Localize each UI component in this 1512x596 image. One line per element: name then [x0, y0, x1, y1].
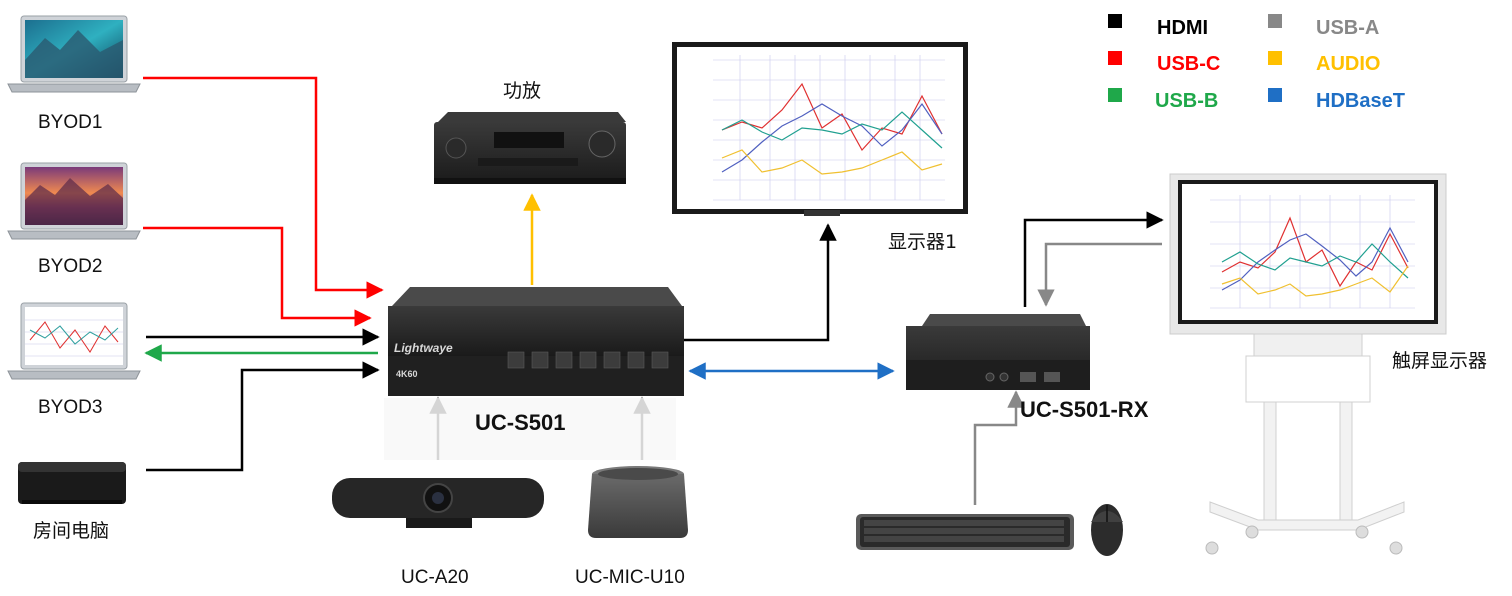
room-pc	[18, 462, 126, 504]
amplifier-label: 功放	[503, 80, 541, 102]
legend-hdbaset-label: HDBaseT	[1316, 90, 1405, 112]
legend-usba: USB-A	[1268, 14, 1379, 39]
mouse-device	[1091, 504, 1123, 556]
touch-display-device	[1169, 173, 1447, 555]
legend-usba-label: USB-A	[1316, 17, 1379, 39]
mic-device	[588, 466, 688, 538]
connections	[143, 76, 1164, 505]
amp-volume-knob	[588, 130, 616, 158]
legend-hdmi-swatch	[1108, 14, 1122, 28]
byod1-usbc-line	[143, 76, 384, 299]
room-pc-label: 房间电脑	[33, 520, 109, 542]
legend-hdbaset: HDBaseT	[1268, 88, 1405, 112]
touch-display-chart	[1210, 195, 1415, 309]
legend-usbc-label: USB-C	[1157, 53, 1220, 75]
legend-usbc-swatch	[1108, 51, 1122, 65]
legend-usbc: USB-C	[1108, 51, 1220, 75]
legend-hdmi: HDMI	[1108, 14, 1208, 39]
display1-chart	[713, 55, 945, 201]
byod2-laptop	[7, 162, 141, 240]
legend-usbb-swatch	[1108, 88, 1122, 102]
roompc-hdmi-line	[146, 361, 380, 472]
legend-audio-label: AUDIO	[1316, 53, 1380, 75]
switcher-badge: 4K60	[396, 369, 418, 379]
keyboard-device	[856, 514, 1074, 550]
legend-usbb: USB-B	[1108, 88, 1218, 112]
rx-hdmi-line	[1023, 211, 1164, 307]
camera-label: UC-A20	[401, 567, 469, 588]
display1	[672, 42, 968, 216]
legend-audio-swatch	[1268, 51, 1282, 65]
byod3-label: BYOD3	[38, 397, 102, 418]
touch-display-label: 触屏显示器	[1392, 350, 1487, 372]
switcher-device: Lightwaye 4K60	[388, 287, 684, 396]
byod1-label: BYOD1	[38, 112, 102, 133]
legend-usba-swatch	[1268, 14, 1282, 28]
amp-power-knob	[445, 137, 467, 159]
legend-audio: AUDIO	[1268, 51, 1380, 75]
legend-hdmi-label: HDMI	[1157, 17, 1208, 39]
touch-usb-line	[1037, 242, 1162, 307]
byod2-label: BYOD2	[38, 256, 102, 277]
legend: HDMI USB-C USB-B USB-A AUDIO HDBaseT	[1108, 14, 1405, 112]
byod2-usbc-line	[143, 226, 372, 327]
rx-usb-port	[1044, 372, 1060, 382]
display1-hdmi-line	[682, 223, 837, 342]
byod1-laptop	[7, 15, 141, 93]
rx-usb-port	[1020, 372, 1036, 382]
mic-label: UC-MIC-U10	[575, 567, 685, 588]
switcher-brand: Lightwaye	[394, 341, 453, 355]
display1-label: 显示器1	[888, 231, 957, 253]
legend-hdbaset-swatch	[1268, 88, 1282, 102]
keyboard-usb-line	[973, 390, 1025, 505]
switcher-label: UC-S501	[475, 410, 565, 435]
camera-device	[332, 478, 544, 528]
amplifier-device	[434, 112, 626, 184]
receiver-label: UC-S501-RX	[1020, 397, 1149, 422]
byod3-laptop	[7, 302, 141, 380]
receiver-device	[906, 314, 1090, 390]
legend-usbb-label: USB-B	[1155, 90, 1218, 112]
